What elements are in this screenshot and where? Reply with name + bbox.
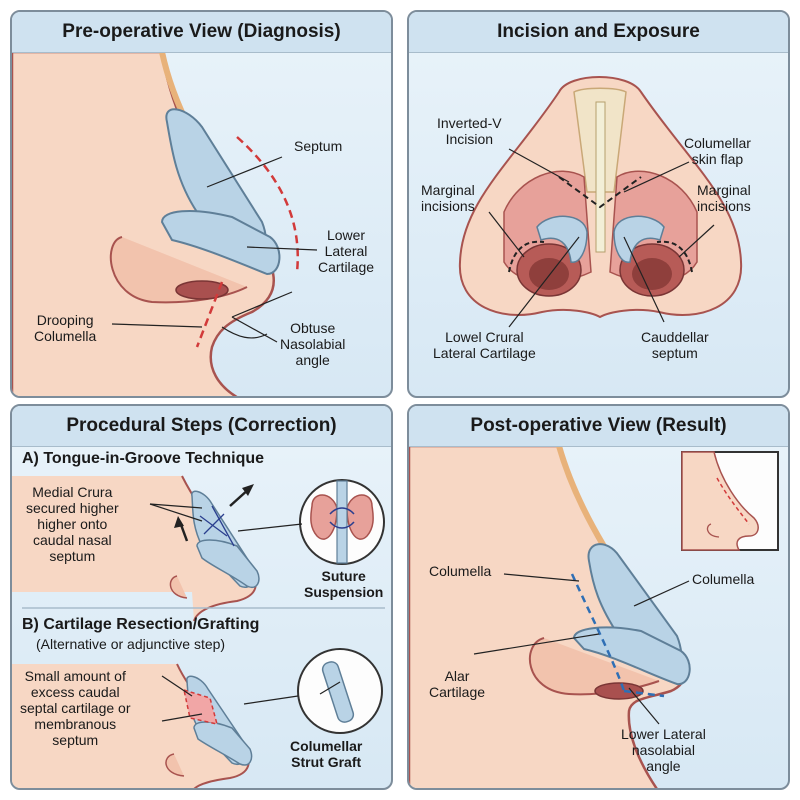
label-columellar-skin-flap: Columellar skin flap bbox=[684, 135, 751, 167]
pre-op-title: Pre-operative View (Diagnosis) bbox=[12, 12, 391, 53]
label-obtuse-nasolabial-angle: Obtuse Nasolabial angle bbox=[280, 320, 346, 368]
label-inverted-v-incision: Inverted-V Incision bbox=[437, 115, 502, 147]
label-lowel-crural-lateral-cartilage: Lowel Crural Lateral Cartilage bbox=[433, 329, 536, 361]
step-b-note: (Alternative or adjunctive step) bbox=[36, 636, 226, 652]
label-marginal-incisions-right: Marginal incisions bbox=[697, 182, 751, 214]
label-marginal-incisions-left: Marginal incisions bbox=[421, 182, 475, 214]
label-excess-septal-cartilage: Small amount of excess caudal septal car… bbox=[20, 668, 131, 748]
label-columellar-strut-graft: Columellar Strut Graft bbox=[290, 738, 363, 770]
label-lower-lateral-cartilage: Lower Lateral Cartilage bbox=[318, 227, 375, 275]
label-medial-crura: Medial Crura secured higher higher onto … bbox=[26, 484, 119, 564]
post-op-title: Post-operative View (Result) bbox=[409, 406, 788, 447]
step-b-title: B) Cartilage Resection/Grafting bbox=[22, 616, 260, 633]
post-op-panel: Post-operative View (Result) Columella C… bbox=[407, 404, 790, 790]
label-alar-cartilage: Alar Cartilage bbox=[429, 668, 486, 700]
step-a-title: A) Tongue-in-Groove Technique bbox=[22, 450, 265, 467]
post-op-nose-illustration bbox=[409, 444, 779, 788]
incision-panel: Incision and Exposure Inverted-V Incisio… bbox=[407, 10, 790, 398]
label-columella-left: Columella bbox=[429, 563, 492, 579]
label-columella-right: Columella bbox=[692, 571, 755, 587]
procedure-title: Procedural Steps (Correction) bbox=[12, 406, 391, 447]
label-drooping-columella: Drooping Columella bbox=[34, 312, 97, 344]
pre-op-nose-illustration bbox=[12, 50, 318, 396]
procedure-illustration bbox=[12, 475, 385, 788]
label-suture-suspension: Suture Suspension bbox=[304, 568, 384, 600]
incision-nose-illustration bbox=[458, 76, 743, 328]
label-septum: Septum bbox=[294, 138, 343, 154]
incision-title: Incision and Exposure bbox=[409, 12, 788, 53]
label-cauddellar-septum: Cauddellar septum bbox=[641, 329, 709, 361]
procedure-panel: Procedural Steps (Correction) bbox=[10, 404, 393, 790]
label-lower-lateral-nasolabial-angle: Lower Lateral nasolabial angle bbox=[621, 726, 706, 774]
pre-op-panel: Pre-operative View (Diagnosis) Septum Lo… bbox=[10, 10, 393, 398]
